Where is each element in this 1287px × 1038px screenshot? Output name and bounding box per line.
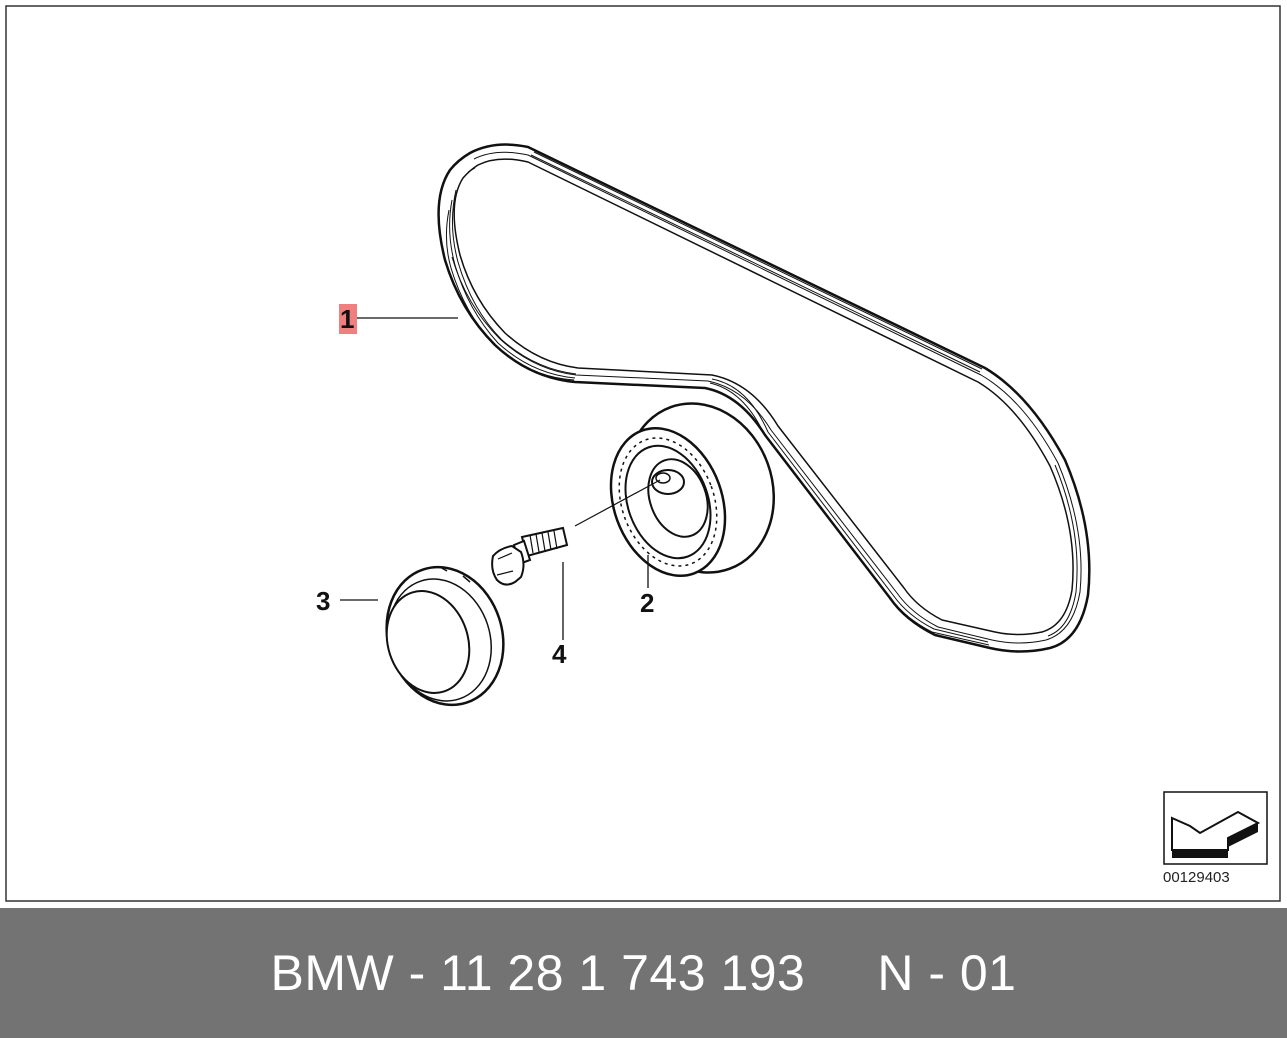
callout-1-label[interactable]: 1 [340, 304, 354, 334]
part-number-footer: BMW - 11 28 1 743 193 N - 01 [0, 908, 1287, 1038]
parts-diagram: 1 2 4 3 [5, 5, 1281, 902]
callout-1-highlight [339, 304, 357, 334]
protective-cap [385, 565, 505, 707]
pulley-axis-line [574, 479, 661, 527]
diagram-canvas: 1 2 4 3 [5, 5, 1281, 902]
diagram-frame [5, 5, 1281, 902]
callout-2-label[interactable]: 2 [640, 588, 654, 618]
part-number-text: BMW - 11 28 1 743 193 N - 01 [270, 945, 1017, 1001]
hex-bolt [491, 526, 569, 586]
callout-4-label[interactable]: 4 [552, 639, 567, 669]
arrow-direction-icon[interactable] [1163, 791, 1268, 865]
diagram-id: 00129403 [1163, 869, 1230, 886]
callout-3-label[interactable]: 3 [316, 586, 330, 616]
tensioner-pulley [609, 402, 776, 578]
ribbed-belt [437, 143, 1091, 653]
